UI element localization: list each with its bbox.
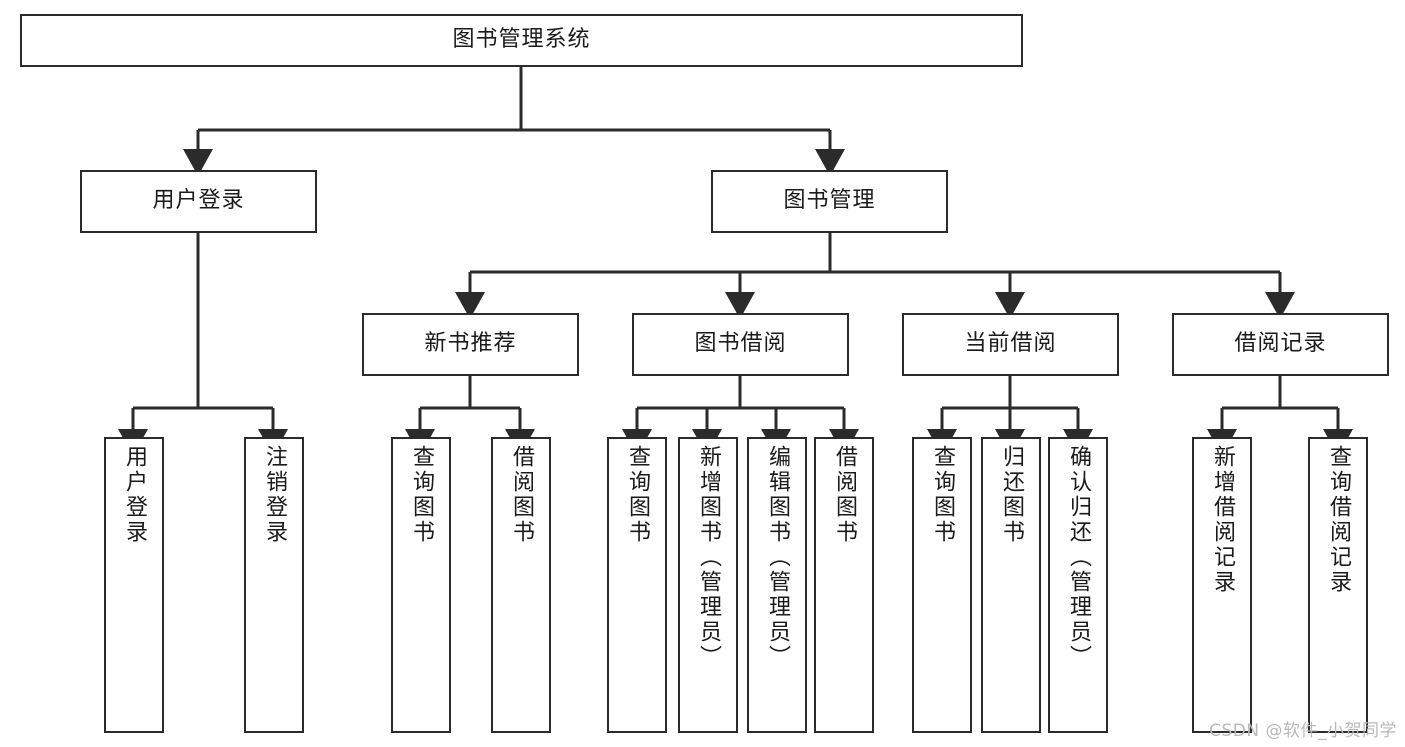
- node-new-book-recommend[interactable]: 新书推荐: [362, 313, 579, 376]
- leaf-query-book-current[interactable]: 查询图书: [912, 437, 972, 733]
- leaf-logout[interactable]: 注销登录: [244, 437, 304, 733]
- leaf-add-book[interactable]: 新增图书（管理员）: [678, 437, 738, 733]
- node-current-borrow[interactable]: 当前借阅: [902, 313, 1119, 376]
- leaf-borrow-book-recommend[interactable]: 借阅图书: [491, 437, 551, 733]
- leaf-borrow-book[interactable]: 借阅图书: [814, 437, 874, 733]
- node-user-login[interactable]: 用户登录: [80, 170, 317, 233]
- leaf-return-book[interactable]: 归还图书: [981, 437, 1041, 733]
- leaf-add-borrow-record[interactable]: 新增借阅记录: [1192, 437, 1252, 733]
- leaf-query-borrow-record[interactable]: 查询借阅记录: [1308, 437, 1368, 733]
- leaf-edit-book[interactable]: 编辑图书（管理员）: [747, 437, 807, 733]
- csdn-watermark: CSDN @软件_小贺同学: [1209, 721, 1397, 741]
- node-borrow-record[interactable]: 借阅记录: [1172, 313, 1389, 376]
- node-book-management-system[interactable]: 图书管理系统: [20, 14, 1023, 67]
- node-book-management[interactable]: 图书管理: [711, 170, 948, 233]
- leaf-user-login[interactable]: 用户登录: [104, 437, 164, 733]
- leaf-query-book-borrow[interactable]: 查询图书: [607, 437, 667, 733]
- leaf-query-book-recommend[interactable]: 查询图书: [391, 437, 451, 733]
- leaf-confirm-return[interactable]: 确认归还（管理员）: [1048, 437, 1108, 733]
- node-book-borrow[interactable]: 图书借阅: [632, 313, 849, 376]
